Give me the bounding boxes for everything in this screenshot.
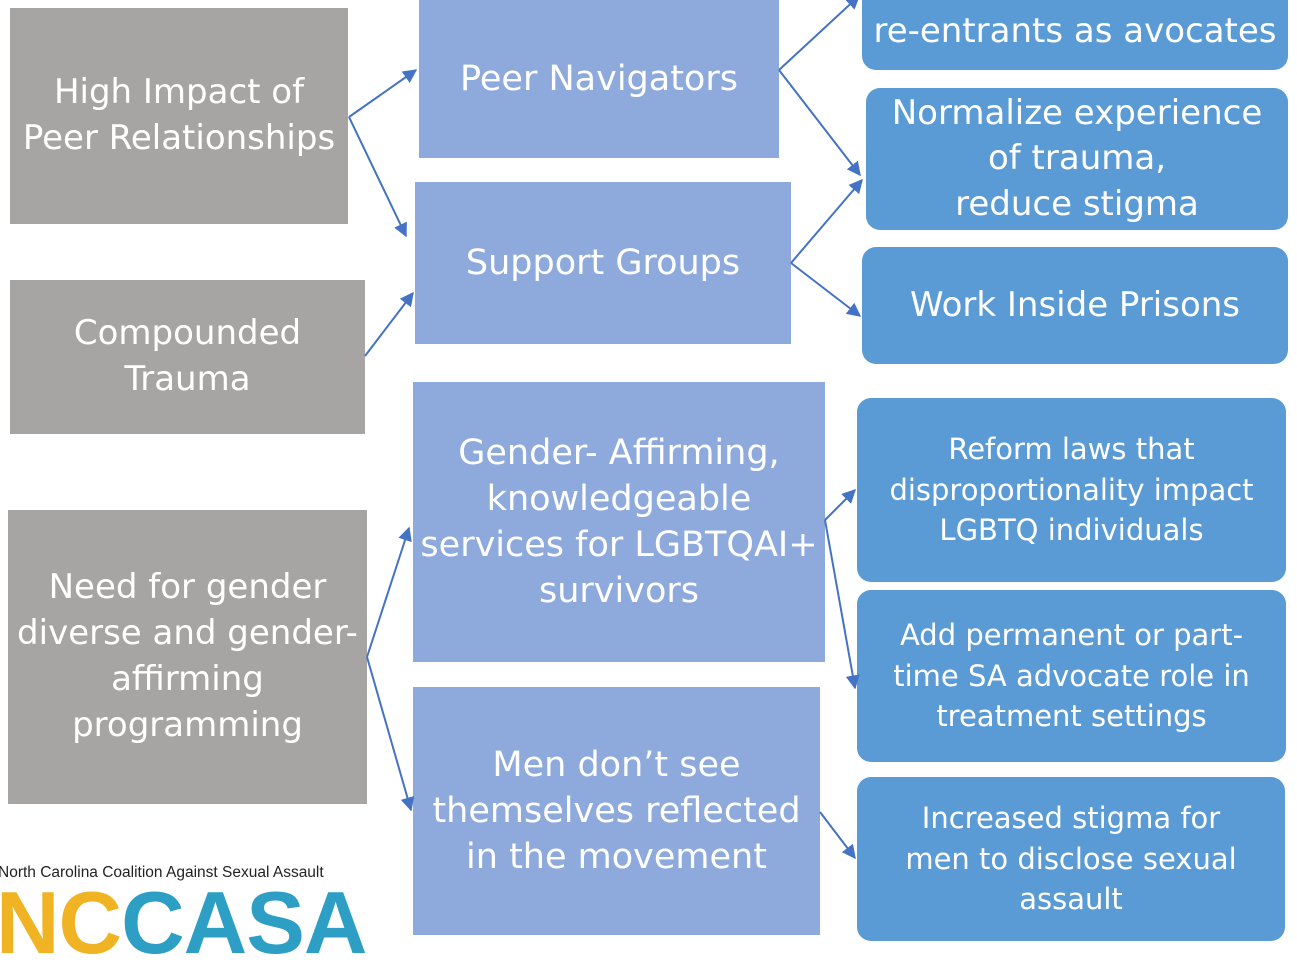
arrow-peer-to-navigators [348, 69, 418, 118]
arrow-peer-to-support [348, 116, 407, 238]
arrow-trauma-to-support [364, 291, 414, 357]
arrow-services-to-advocate [824, 519, 860, 690]
node-compounded-trauma: Compounded Trauma [10, 280, 365, 434]
node-normalize-experience: Normalize experience of trauma, reduce s… [866, 88, 1288, 230]
logo-nc: NC [0, 873, 122, 972]
node-reentrants-advocates: re-entrants as avocates [862, 0, 1288, 70]
logo-tagline: North Carolina Coalition Against Sexual … [0, 864, 324, 881]
arrow-support-to-normalize [790, 178, 863, 264]
node-increased-stigma-men: Increased stigma for men to disclose sex… [857, 777, 1285, 941]
node-high-impact-peer: High Impact of Peer Relationships [10, 8, 348, 224]
node-work-inside-prisons: Work Inside Prisons [862, 247, 1288, 364]
node-peer-navigators: Peer Navigators [419, 0, 779, 158]
node-add-advocate-role: Add permanent or part- time SA advocate … [857, 590, 1286, 762]
node-men-not-reflected: Men don’t see themselves reflected in th… [413, 687, 820, 935]
logo-casa: CASA [121, 873, 367, 972]
arrow-gender-to-services [366, 526, 412, 658]
arrow-gender-to-men [366, 656, 415, 812]
arrow-navigators-to-normalize [778, 69, 861, 177]
node-reform-laws: Reform laws that disproportionality impa… [857, 398, 1286, 582]
node-support-groups: Support Groups [415, 182, 791, 344]
arrow-navigators-to-reentrants [778, 0, 861, 71]
arrow-men-to-stigma [819, 811, 856, 860]
node-gender-diverse-need: Need for gender diverse and gender- affi… [8, 510, 367, 804]
nccasa-logo: NCCASA [0, 878, 367, 968]
arrow-support-to-prisons [790, 262, 862, 317]
arrow-services-to-reform [824, 489, 856, 521]
node-gender-affirming-services: Gender- Affirming, knowledgeable service… [413, 382, 825, 662]
